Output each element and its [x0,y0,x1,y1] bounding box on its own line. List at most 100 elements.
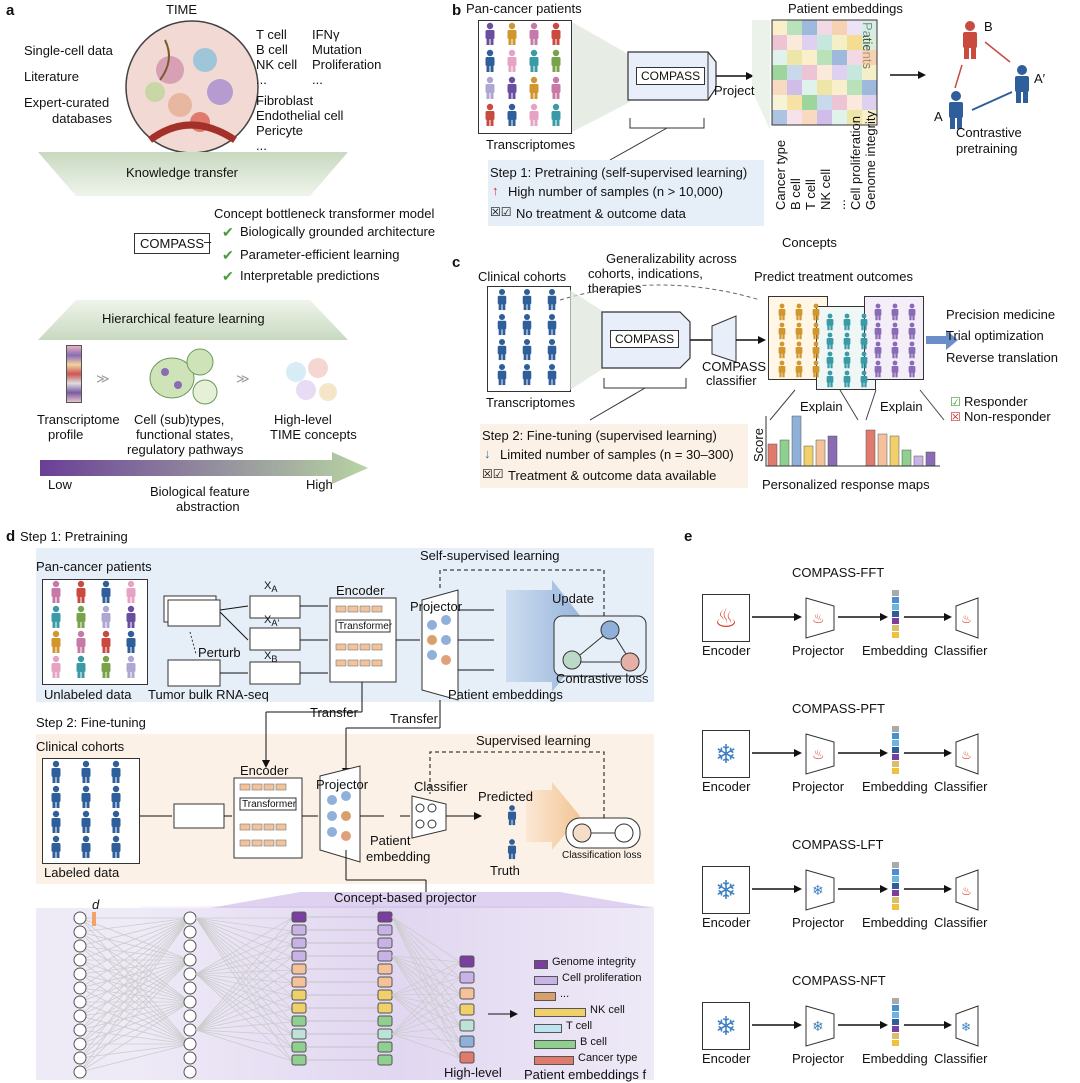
network-edge [391,916,461,1011]
gene-node [183,981,197,995]
patient-figure [76,580,86,603]
projector-shape [805,1005,835,1047]
gene-node [73,925,87,939]
concept-bar [534,1008,586,1017]
variant-title: COMPASS-LFT [792,837,884,852]
patient-figure [812,303,820,321]
network-edge [195,917,293,945]
concept-node [377,1041,393,1053]
network-edge [391,955,461,1027]
patient-figure [547,363,557,386]
compass-box-c: COMPASS [610,330,680,348]
contrastive-loss: Contrastive loss [556,671,649,686]
concept-bar [534,1056,574,1065]
network-edge [195,969,293,1031]
patient-figure [507,103,517,126]
network-edge [79,1001,191,1073]
concept-node [377,1054,393,1066]
heatmap-cell [832,110,847,125]
panel-letter-b: b [452,2,462,19]
heatmap-cell [862,95,877,110]
feat-proliferation: Proliferation [312,57,382,72]
network-edge [391,955,461,979]
patient-figure [485,49,495,72]
feat-mutation: Mutation [312,42,362,57]
patient-figure [826,332,834,350]
network-edge [195,969,293,975]
limited-samples: Limited number of samples (n = 30–300) [500,447,734,462]
projector-label-1: Projector [410,599,463,614]
cell-ellipsis-2: ... [256,138,267,153]
embedding-cell [892,876,899,882]
heatmap-cell [832,50,847,65]
heatmap-frame [771,19,878,126]
heatmap-cell [862,80,877,95]
embedding-cell [892,726,899,732]
patient-figure [860,313,868,331]
patient-figure [522,288,532,311]
network-edge [195,995,293,1031]
gene-node [73,1065,87,1079]
labeled-data: Labeled data [44,865,120,880]
patient-figure [551,103,561,126]
fire-icon: ♨ [961,884,972,898]
outcome-reverse: Reverse translation [946,350,1058,365]
patient-figure [81,760,91,783]
patient-figure [507,49,517,72]
gene-node [183,1065,197,1079]
transfer-1: Transfer [310,705,358,720]
network-edge [195,956,293,975]
predicted-label: Predicted [478,789,533,804]
patient-figure [778,360,786,378]
network-edge [391,955,461,1011]
embedding-cell [892,768,899,774]
high-level-node [459,1003,475,1016]
general-1: Generalizability across [606,251,737,266]
network-edge [391,955,461,963]
general-3: therapies [588,281,642,296]
arrowhead [944,885,952,893]
snowflake-icon: ❄ [961,1020,971,1034]
high-level-node [459,1019,475,1032]
outcome-trial: Trial optimization [946,328,1044,343]
heatmap-cell [847,80,862,95]
check-icon: ✔ [222,247,234,263]
heatmap-cell [802,65,817,80]
source-expert: Expert-curated [24,95,110,110]
concept-bar [534,960,548,969]
no-data-icon: ☒☑ [490,205,512,219]
variant-label: Encoder [702,1051,751,1066]
node-a: A [934,109,943,124]
patient-embeddings-d: Patient embeddings [448,687,563,702]
level-1a: Transcriptome [37,412,120,427]
check-icon: ✔ [222,268,234,284]
variant-label: Encoder [702,915,751,930]
network-edge [79,917,191,1059]
embedding-cell [892,862,899,868]
level-3b: TIME concepts [270,427,357,442]
patient-figure [826,351,834,369]
patient-figure [51,835,61,858]
patient-figure [51,605,61,628]
node-a-prime: A′ [1034,71,1046,86]
concept-node [377,963,393,975]
encoder-label-1: Encoder [336,583,385,598]
no-treatment: No treatment & outcome data [516,206,686,221]
patient-figure [908,341,916,359]
gene-node [183,1037,197,1051]
heatmap-cell [862,50,877,65]
heatmap-cell [832,65,847,80]
fire-icon: ♨ [961,612,972,626]
level-2b: functional states, [136,427,234,442]
heatmap-cell [817,35,832,50]
patient-figure [101,605,111,628]
gene-node [73,981,87,995]
patient-figure [111,810,121,833]
network-edge [195,930,293,1031]
embedding-cell [892,869,899,875]
